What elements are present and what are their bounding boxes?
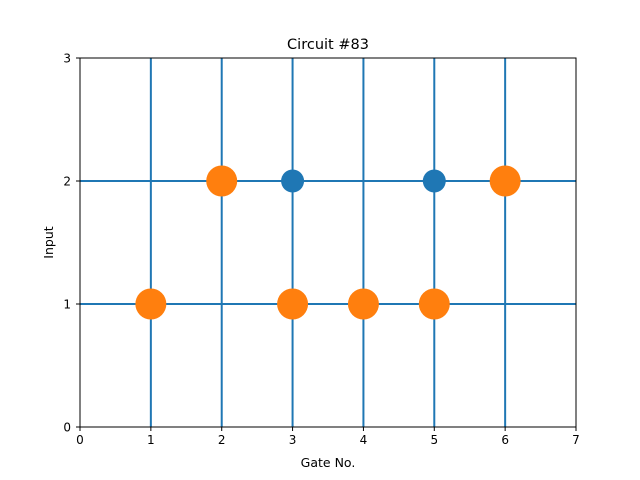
- gate-point-s0-x4-y1: [347, 288, 379, 320]
- gate-point-s1-x3-y2: [281, 169, 305, 193]
- chart-title: Circuit #83: [287, 37, 369, 53]
- x-axis-ticks: 0 1 2 3 4 5 6 7: [76, 427, 580, 447]
- x-tick-label: 0: [76, 433, 84, 447]
- x-tick-label: 3: [289, 433, 297, 447]
- y-tick-label: 2: [63, 175, 71, 189]
- gate-point-s0-x2-y2: [206, 165, 238, 197]
- x-axis-label: Gate No.: [301, 455, 356, 470]
- gate-point-s0-x3-y1: [277, 288, 309, 320]
- gate-point-s1-x5-y2: [422, 169, 446, 193]
- x-tick-label: 1: [147, 433, 155, 447]
- gate-point-s0-x5-y1: [418, 288, 450, 320]
- y-tick-label: 1: [63, 298, 71, 312]
- y-axis-ticks: 0 1 2 3: [63, 52, 80, 435]
- x-tick-label: 6: [501, 433, 509, 447]
- gate-points: [135, 165, 521, 320]
- y-tick-label: 3: [63, 52, 71, 66]
- x-tick-label: 2: [218, 433, 226, 447]
- y-axis-label: Input: [41, 226, 56, 258]
- gate-point-s0-x1-y1: [135, 288, 167, 320]
- gate-point-s0-x6-y2: [489, 165, 521, 197]
- y-tick-label: 0: [63, 421, 71, 435]
- x-tick-label: 7: [572, 433, 580, 447]
- wire-lines: [80, 58, 576, 427]
- plot-frame: [79, 57, 577, 428]
- x-tick-label: 5: [430, 433, 438, 447]
- x-tick-label: 4: [360, 433, 368, 447]
